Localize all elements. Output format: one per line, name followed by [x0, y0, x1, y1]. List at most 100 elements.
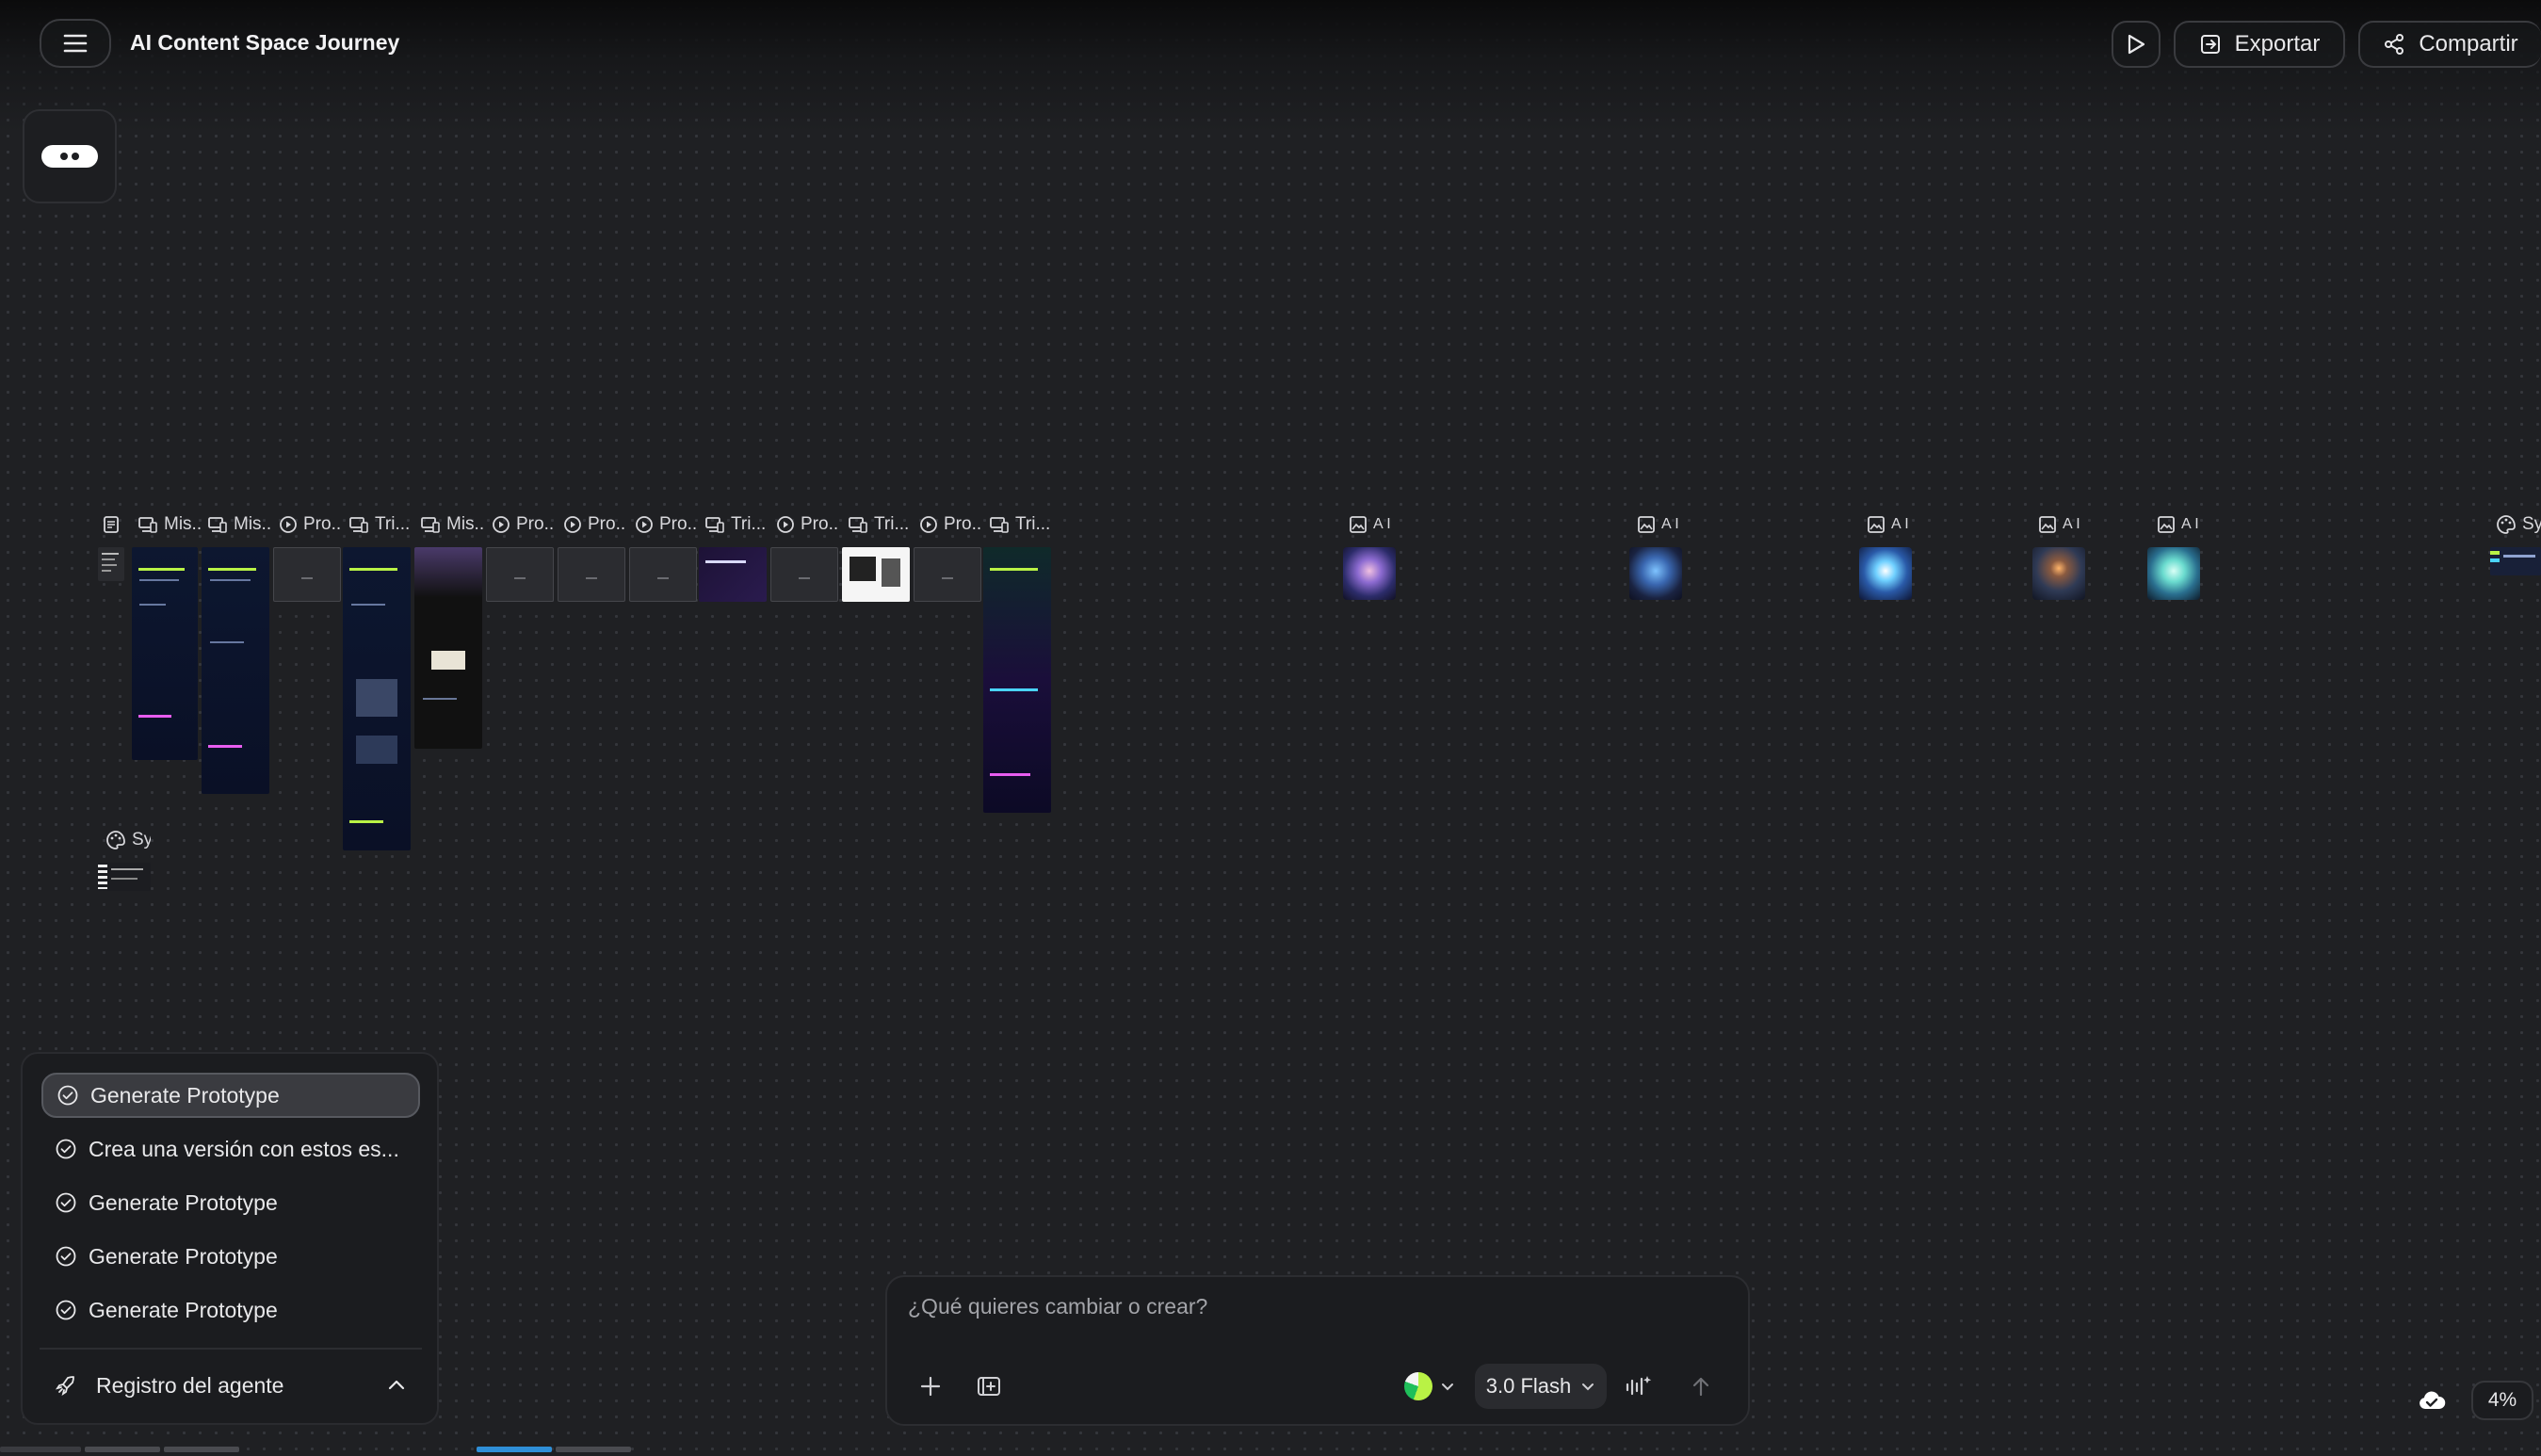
screen-frame-3[interactable]: [343, 547, 411, 850]
styles-frame-left[interactable]: [98, 863, 151, 891]
frame-label-text: Mis..: [164, 514, 202, 534]
scrollbar-segment[interactable]: [0, 1447, 81, 1452]
screen-frame-1[interactable]: [132, 547, 198, 760]
prototype-frame-2[interactable]: [486, 547, 554, 602]
frame-label[interactable]: Pro..: [279, 513, 343, 536]
menu-button[interactable]: [40, 19, 111, 68]
frame-label-text: Tri...: [874, 514, 910, 534]
audio-sparkle-icon: [1626, 1376, 1652, 1396]
frame-label[interactable]: Pro..: [492, 513, 556, 536]
ai-image-3[interactable]: [1859, 547, 1912, 600]
send-button[interactable]: [1680, 1364, 1722, 1409]
frame-label[interactable]: Mis..: [138, 513, 202, 536]
frame-label[interactable]: Pro..: [919, 513, 983, 536]
agent-log-item[interactable]: Generate Prototype: [41, 1234, 420, 1279]
ai-image-4[interactable]: [2032, 547, 2085, 600]
frame-label-text: Mis..: [446, 514, 484, 534]
ai-image-5[interactable]: [2147, 547, 2200, 600]
check-circle-icon: [55, 1138, 77, 1160]
frame-label-text: Pro..: [659, 514, 698, 534]
frame-label[interactable]: Pro..: [776, 513, 840, 536]
frame-label[interactable]: Mis..: [420, 513, 484, 536]
theme-select[interactable]: [1394, 1364, 1465, 1409]
prompt-composer: 3.0 Flash: [885, 1275, 1750, 1426]
styles-label[interactable]: Sy: [2496, 513, 2541, 536]
screen-frame-6[interactable]: [842, 547, 910, 602]
play-icon: [279, 515, 298, 534]
image-label[interactable]: A I: [2157, 513, 2209, 536]
voice-button[interactable]: [1618, 1364, 1659, 1409]
agent-log-label: Registro del agente: [96, 1372, 284, 1398]
agent-log-item-label: Generate Prototype: [89, 1189, 278, 1215]
image-label-text: A I: [2063, 516, 2080, 532]
agent-log-item[interactable]: Generate Prototype: [41, 1180, 420, 1225]
play-icon: [492, 515, 510, 534]
play-icon: [635, 515, 654, 534]
prototype-frame-1[interactable]: [273, 547, 341, 602]
insert-frame-button[interactable]: [968, 1364, 1010, 1409]
screen-frame-5[interactable]: [699, 547, 767, 602]
screen-frame-2[interactable]: [202, 547, 269, 794]
frame-label[interactable]: Tri...: [848, 513, 912, 536]
devices-icon: [207, 515, 228, 534]
frame-label-text: Pro..: [588, 514, 626, 534]
export-label: Exportar: [2234, 31, 2321, 57]
image-icon: [1349, 515, 1368, 534]
scrollbar-segment[interactable]: [85, 1447, 160, 1452]
check-circle-icon: [55, 1245, 77, 1268]
frame-label[interactable]: Tri...: [348, 513, 413, 536]
screen-frame-4[interactable]: [414, 547, 482, 749]
image-label[interactable]: A I: [1349, 513, 1401, 536]
model-label: 3.0 Flash: [1485, 1374, 1572, 1398]
export-button[interactable]: Exportar: [2174, 21, 2345, 68]
frame-label-text: Pro..: [516, 514, 555, 534]
export-icon: [2200, 35, 2220, 54]
image-icon: [2038, 515, 2057, 534]
palette-icon: [105, 830, 126, 850]
agent-log-item[interactable]: Crea una versión con estos es...: [41, 1126, 420, 1172]
screen-frame-7[interactable]: [983, 547, 1051, 813]
prototype-frame-6[interactable]: [914, 547, 981, 602]
document-frame[interactable]: [98, 547, 124, 581]
prompt-input[interactable]: [908, 1294, 1718, 1332]
ai-image-2[interactable]: [1629, 547, 1682, 600]
sync-status-button[interactable]: [2413, 1383, 2451, 1420]
devices-icon: [138, 515, 158, 534]
image-icon: [2157, 515, 2176, 534]
agent-log-item[interactable]: Generate Prototype: [41, 1287, 420, 1333]
cloud-check-icon: [2420, 1391, 2446, 1409]
devices-icon: [848, 515, 868, 534]
image-label[interactable]: A I: [1867, 513, 1919, 536]
frame-label[interactable]: Tri...: [989, 513, 1053, 536]
frame-label[interactable]: [102, 513, 130, 536]
styles-label-text: Sy: [2522, 514, 2541, 534]
hamburger-icon: [63, 34, 88, 53]
agent-avatar-button[interactable]: [23, 109, 117, 203]
prototype-frame-4[interactable]: [629, 547, 697, 602]
frame-label[interactable]: Pro..: [563, 513, 627, 536]
zoom-level[interactable]: 4%: [2471, 1381, 2533, 1420]
scrollbar-segment[interactable]: [556, 1447, 631, 1452]
prototype-frame-5[interactable]: [770, 547, 838, 602]
prototype-frame-3[interactable]: [558, 547, 625, 602]
agent-log-toggle[interactable]: Registro del agente: [41, 1363, 420, 1408]
share-button[interactable]: Compartir: [2358, 21, 2541, 68]
add-button[interactable]: [910, 1364, 951, 1409]
agent-log-item[interactable]: Generate Prototype: [41, 1073, 420, 1118]
project-title: AI Content Space Journey: [130, 30, 400, 55]
insert-frame-icon: [978, 1377, 1000, 1396]
frame-label[interactable]: Mis..: [207, 513, 271, 536]
model-select[interactable]: 3.0 Flash: [1475, 1364, 1607, 1409]
scrollbar-thumb[interactable]: [477, 1447, 552, 1452]
styles-label[interactable]: Sy: [105, 829, 151, 851]
image-label[interactable]: A I: [1637, 513, 1690, 536]
play-button[interactable]: [2112, 21, 2161, 68]
styles-label-text: Sy: [132, 830, 151, 849]
styles-frame-right[interactable]: [2490, 547, 2541, 575]
image-label[interactable]: A I: [2038, 513, 2091, 536]
frame-label[interactable]: Pro..: [635, 513, 699, 536]
scrollbar-segment[interactable]: [164, 1447, 239, 1452]
ai-image-1[interactable]: [1343, 547, 1396, 600]
frame-label[interactable]: Tri...: [704, 513, 769, 536]
